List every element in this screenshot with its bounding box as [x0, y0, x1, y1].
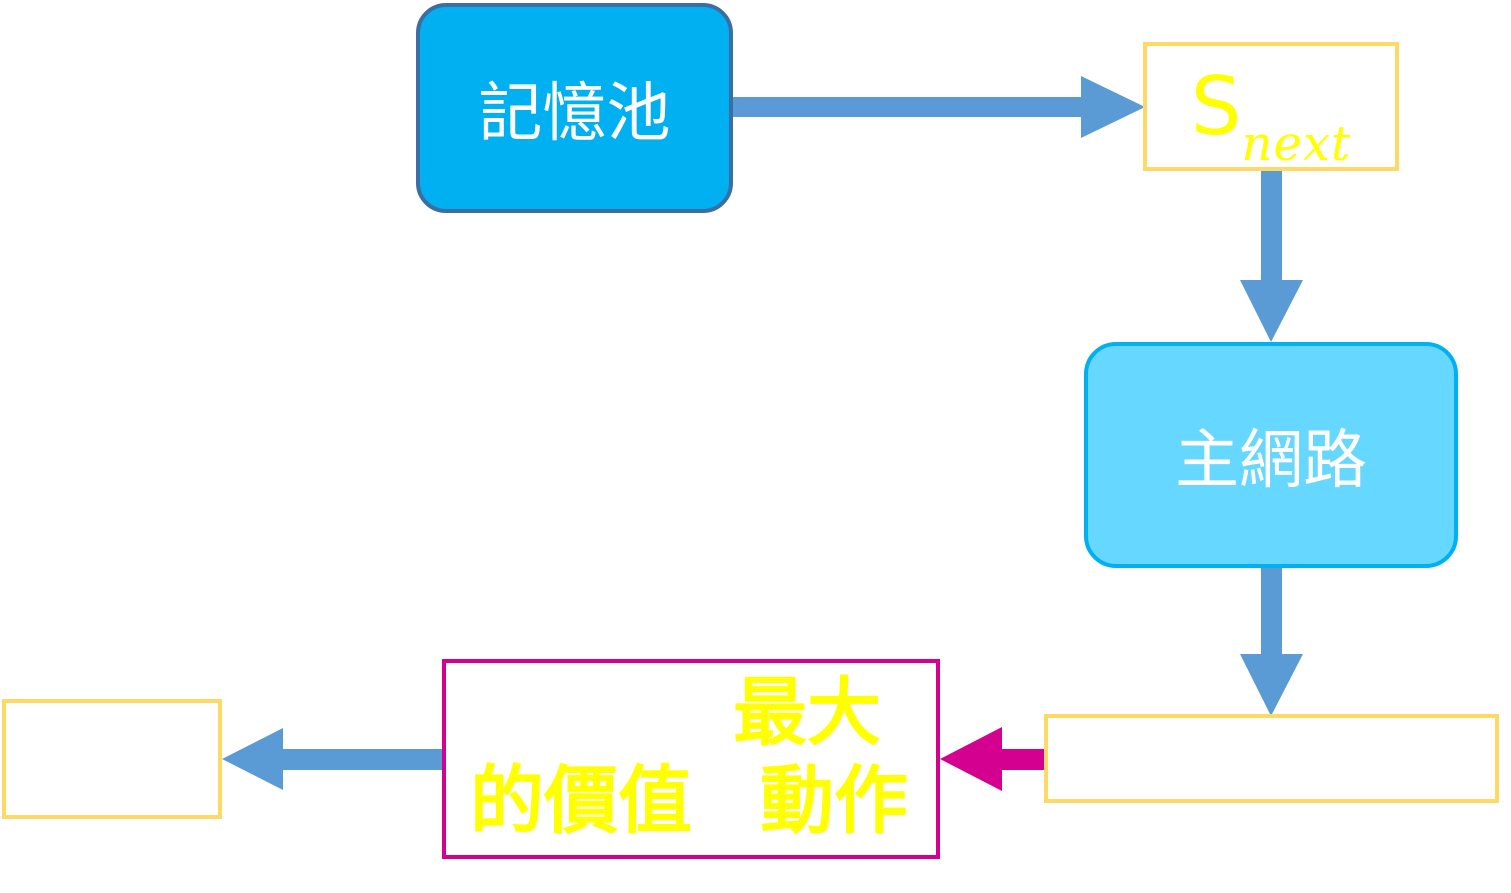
max-value-node — [442, 659, 940, 859]
arrow-memory-to-snext — [733, 76, 1145, 138]
s-next-subscript: next — [1241, 115, 1352, 172]
memory-pool-label: 記憶池 — [478, 77, 671, 151]
main-network-label: 主網路 — [1175, 424, 1367, 498]
main-network-node: 主網路 — [1084, 342, 1458, 568]
s-next-base: S — [1190, 59, 1242, 153]
arrow-snext-to-network — [1240, 171, 1303, 342]
network-output-node — [1044, 714, 1499, 803]
value-label: 的價值 — [470, 758, 692, 844]
result-node — [2, 699, 222, 819]
max-label: 最大 — [733, 670, 881, 756]
s-next-formula: Snext — [1191, 66, 1351, 168]
memory-pool-node: 記憶池 — [416, 3, 733, 213]
s-next-node: Snext — [1143, 42, 1399, 171]
arrow-network-to-output — [1240, 568, 1303, 716]
action-label: 動作 — [760, 758, 908, 844]
arrow-output-to-maxvalue — [940, 727, 1044, 791]
arrow-maxvalue-to-result — [222, 728, 445, 790]
